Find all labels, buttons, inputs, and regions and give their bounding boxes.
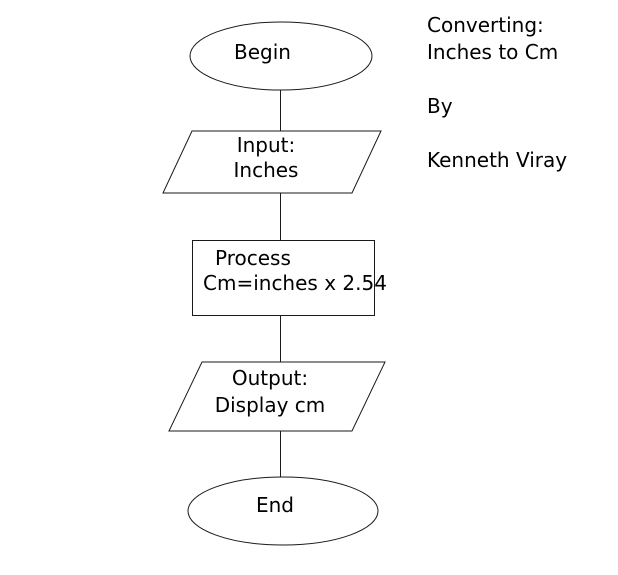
- title-spacer-1: [427, 66, 567, 93]
- process-label-line1: Process: [215, 246, 291, 270]
- process-label-line2: Cm=inches x 2.54: [203, 271, 387, 295]
- end-terminator-ellipse: [187, 476, 379, 546]
- input-parallelogram: [162, 130, 382, 194]
- output-parallelogram: [168, 361, 386, 432]
- input-label: Input: Inches: [166, 133, 366, 183]
- author-name: Kenneth Viray: [427, 148, 568, 172]
- title-line-2: Inches to Cm: [427, 40, 559, 64]
- title-spacer-2: [427, 120, 567, 147]
- output-label: Output: Display cm: [170, 365, 370, 419]
- process-rectangle: [192, 240, 375, 316]
- output-label-line2: Display cm: [214, 393, 326, 417]
- output-label-line1: Output:: [231, 366, 309, 390]
- end-label: End: [255, 493, 294, 517]
- byline: By: [427, 94, 453, 118]
- input-label-line1: Input:: [236, 133, 296, 157]
- input-label-line2: Inches: [233, 158, 299, 182]
- begin-label: Begin: [234, 40, 291, 64]
- title-block: Converting: Inches to Cm By Kenneth Vira…: [427, 12, 567, 174]
- title-line-1: Converting:: [427, 13, 544, 37]
